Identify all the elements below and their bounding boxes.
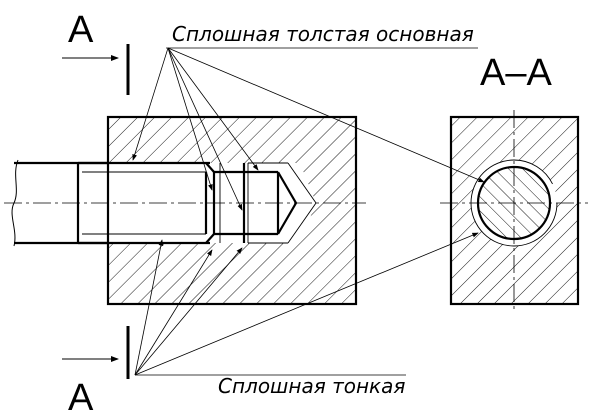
part-body (78, 115, 358, 306)
section-mark-bottom: A (68, 377, 94, 415)
leaders-thin (134, 232, 479, 376)
label-thick-line: Сплошная толстая основная (172, 22, 474, 46)
section-mark-top: A (68, 9, 94, 51)
label-thin-line: Сплошная тонкая (218, 374, 405, 398)
cut-mark-top (62, 44, 130, 95)
leaders-thick (132, 47, 485, 211)
section-title: А–А (480, 52, 552, 94)
cut-mark-bottom (62, 326, 130, 379)
section-view (440, 110, 588, 312)
